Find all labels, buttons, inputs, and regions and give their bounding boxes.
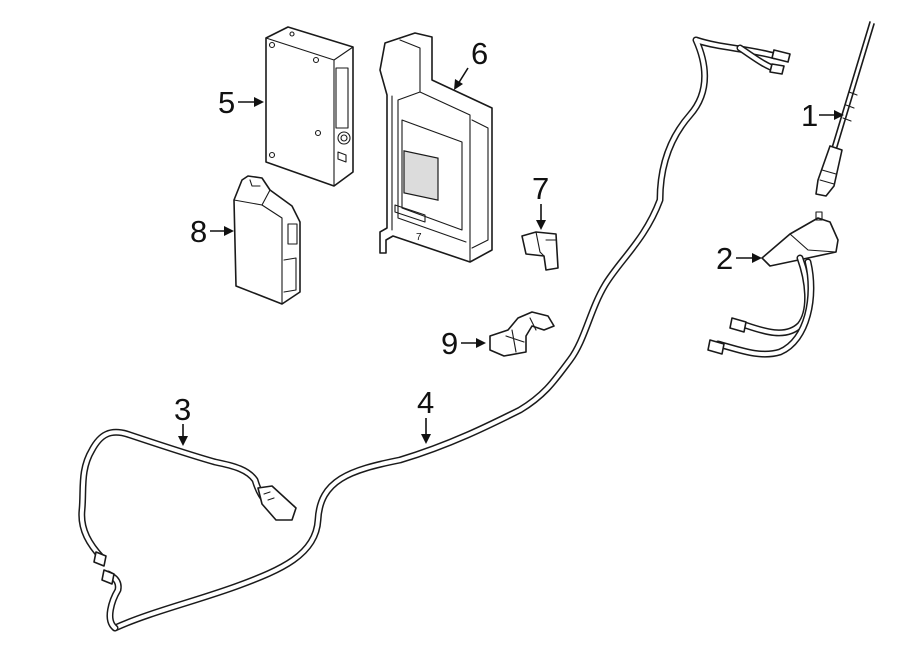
callout-5: 5 xyxy=(218,85,264,120)
part-4-cable xyxy=(101,36,791,632)
callout-number: 7 xyxy=(532,171,549,206)
callout-number: 4 xyxy=(417,385,434,420)
callout-4: 4 xyxy=(417,385,434,444)
part-2-antenna-base xyxy=(707,211,839,358)
callout-number: 2 xyxy=(716,241,733,276)
callout-8: 8 xyxy=(190,214,234,249)
callout-number: 8 xyxy=(190,214,207,249)
callout-number: 9 xyxy=(441,326,458,361)
part-8-module xyxy=(233,175,301,305)
part-6-bracket: 7 xyxy=(379,32,493,263)
callout-number: 6 xyxy=(471,36,488,71)
callout-7: 7 xyxy=(532,171,549,230)
callout-1: 1 xyxy=(801,98,844,133)
part-9-connector xyxy=(489,311,555,357)
callout-number: 3 xyxy=(174,392,191,427)
callout-number: 5 xyxy=(218,85,235,120)
callout-9: 9 xyxy=(441,326,486,361)
callout-2: 2 xyxy=(716,241,762,276)
callout-6: 6 xyxy=(454,36,488,90)
callout-3: 3 xyxy=(174,392,191,446)
part-3-cable xyxy=(78,428,297,567)
part-7-clip xyxy=(521,231,559,271)
part-5-module xyxy=(265,26,354,187)
callout-number: 1 xyxy=(801,98,818,133)
part-1-antenna-mast xyxy=(815,21,875,197)
bracket-part-label: 7 xyxy=(416,232,422,243)
